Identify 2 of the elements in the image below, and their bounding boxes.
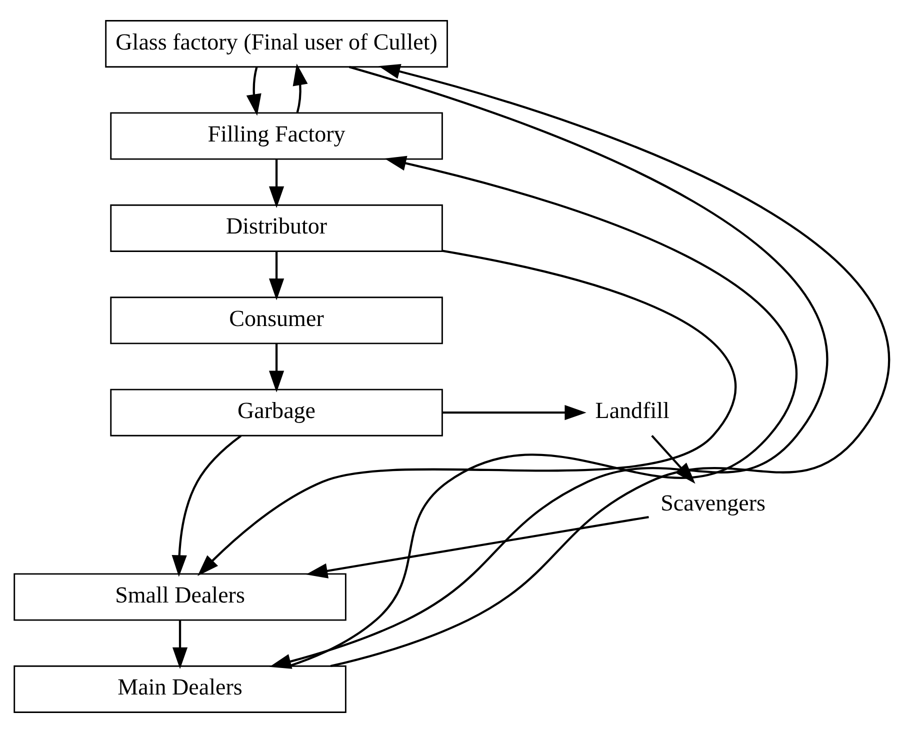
node-text: Scavengers: [660, 489, 766, 516]
node-text: Landfill: [595, 397, 670, 424]
